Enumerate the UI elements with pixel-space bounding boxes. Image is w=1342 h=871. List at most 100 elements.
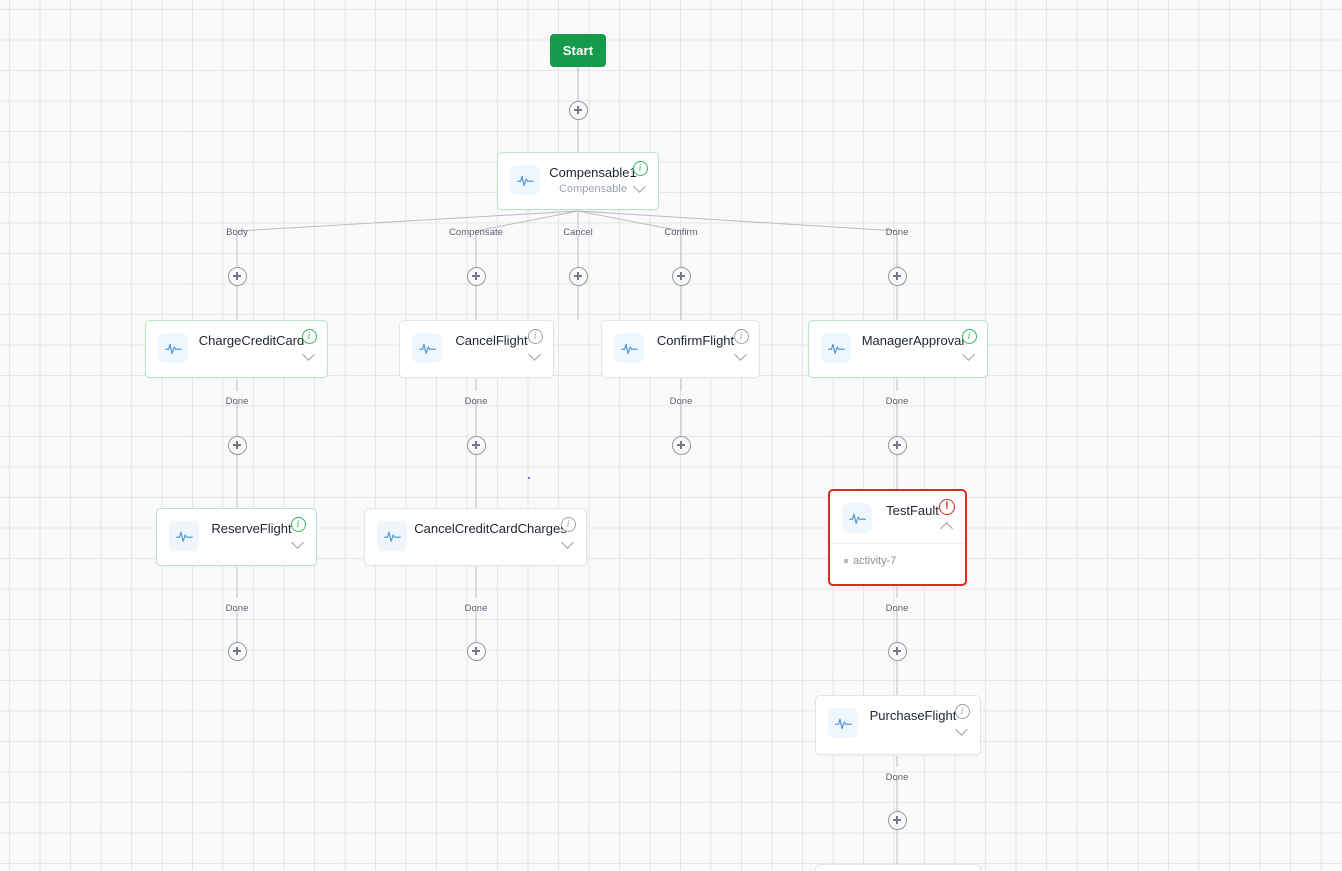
edge-label: Done bbox=[885, 772, 909, 783]
chevron-down-icon[interactable] bbox=[303, 350, 315, 358]
edge-label: Done bbox=[464, 396, 488, 407]
activity-pulse-icon bbox=[377, 521, 407, 551]
edge-label: Cancel bbox=[563, 227, 593, 238]
info-icon[interactable]: i bbox=[961, 329, 977, 344]
activity-pulse-icon bbox=[842, 503, 872, 533]
edge-label: Body bbox=[226, 227, 248, 238]
chevron-down-icon[interactable] bbox=[529, 350, 541, 358]
node-actions: ! bbox=[938, 499, 956, 529]
chevron-up-icon[interactable] bbox=[941, 521, 953, 529]
activity-label: activity-7 bbox=[853, 555, 897, 567]
add-cancel-branch[interactable] bbox=[568, 266, 588, 286]
node-title: ReserveFlight bbox=[211, 521, 292, 536]
edge-label: Done bbox=[225, 603, 249, 614]
node-actions: i bbox=[559, 517, 577, 546]
node-title: ConfirmFlight bbox=[656, 333, 735, 348]
edge-label: Done bbox=[669, 396, 693, 407]
info-icon[interactable]: i bbox=[527, 329, 543, 344]
node-text: ChargeCreditCard bbox=[188, 331, 315, 349]
activity-list-item[interactable]: activity-7 bbox=[844, 554, 953, 568]
chevron-down-icon[interactable] bbox=[963, 350, 975, 358]
error-exclamation-icon[interactable]: ! bbox=[939, 499, 955, 515]
info-icon[interactable]: i bbox=[301, 329, 317, 344]
node-actions: i bbox=[953, 704, 971, 733]
node-title: ChargeCreditCard bbox=[198, 333, 305, 348]
edge-label: Done bbox=[464, 603, 488, 614]
node-actions: i bbox=[289, 517, 307, 546]
node-actions: i bbox=[732, 329, 750, 358]
node-testfault[interactable]: TestFault! activity-7 bbox=[828, 489, 967, 586]
start-label: Start bbox=[562, 43, 594, 58]
info-icon[interactable]: i bbox=[290, 517, 306, 532]
node-subtitle: Compensable bbox=[559, 183, 627, 195]
chevron-down-icon[interactable] bbox=[956, 725, 968, 733]
add-done-branch[interactable] bbox=[887, 266, 907, 286]
edge-label: Done bbox=[225, 396, 249, 407]
add-after-chargecreditcard[interactable] bbox=[227, 435, 247, 455]
node-text: PurchaseFlight bbox=[858, 706, 968, 724]
add-confirm-branch[interactable] bbox=[671, 266, 691, 286]
activity-pulse-icon bbox=[614, 333, 644, 363]
info-icon[interactable]: i bbox=[560, 517, 576, 532]
add-after-reserveflight[interactable] bbox=[227, 641, 247, 661]
edge-label: Done bbox=[885, 227, 909, 238]
node-title: ManagerApproval bbox=[861, 333, 965, 348]
info-icon[interactable]: i bbox=[632, 161, 648, 176]
chevron-down-icon[interactable] bbox=[634, 182, 646, 190]
node-title: PurchaseFlight bbox=[869, 708, 957, 723]
edge-label: Done bbox=[885, 603, 909, 614]
edge-label: Confirm bbox=[664, 227, 698, 238]
info-icon[interactable]: i bbox=[733, 329, 749, 344]
node-actions: i bbox=[960, 329, 978, 358]
edge-label: Done bbox=[885, 396, 909, 407]
activity-pulse-icon bbox=[828, 708, 858, 738]
node-actions: i bbox=[300, 329, 318, 358]
chevron-down-icon[interactable] bbox=[292, 538, 304, 546]
activity-pulse-icon bbox=[510, 165, 540, 195]
edge-label: Compensate bbox=[449, 227, 503, 238]
add-after-cancelflight[interactable] bbox=[466, 435, 486, 455]
add-after-purchaseflight[interactable] bbox=[887, 810, 907, 830]
chevron-down-icon[interactable] bbox=[562, 538, 574, 546]
node-title: CancelCreditCardCharges bbox=[414, 521, 567, 536]
node-title: TestFault bbox=[886, 503, 939, 518]
activity-pulse-icon bbox=[158, 333, 188, 363]
add-after-testfault[interactable] bbox=[887, 641, 907, 661]
node-expanded-body: activity-7 bbox=[830, 543, 965, 580]
add-after-cancelcharges[interactable] bbox=[466, 641, 486, 661]
node-title: Compensable1 bbox=[549, 165, 637, 180]
add-after-start[interactable] bbox=[568, 100, 588, 120]
info-icon[interactable]: i bbox=[954, 704, 970, 719]
node-text: CancelCreditCardCharges bbox=[407, 519, 574, 537]
node-actions: i bbox=[631, 161, 649, 190]
add-after-managerapproval[interactable] bbox=[887, 435, 907, 455]
start-node[interactable]: Start bbox=[550, 34, 606, 67]
node-bottom-partial[interactable] bbox=[815, 864, 981, 871]
activity-pulse-icon bbox=[821, 333, 851, 363]
add-compensate-branch[interactable] bbox=[466, 266, 486, 286]
add-body-branch[interactable] bbox=[227, 266, 247, 286]
add-after-confirmflight[interactable] bbox=[671, 435, 691, 455]
chevron-down-icon[interactable] bbox=[735, 350, 747, 358]
activity-pulse-icon bbox=[169, 521, 199, 551]
